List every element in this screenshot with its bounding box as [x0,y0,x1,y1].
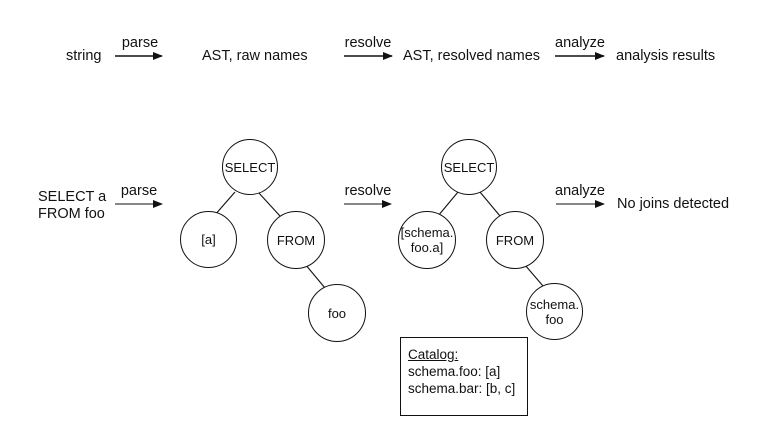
edge-select-from [257,191,281,217]
query-line-1: SELECT a [38,189,107,205]
example-resolve-label: resolve [344,183,392,199]
tree-node-table-resolved-line1: schema. [529,296,580,312]
tree-node-from-raw-label: FROM [276,232,316,248]
pipeline-parse-label: parse [121,35,159,51]
pipeline-input-label: string [66,48,102,64]
tree-node-column-resolved-line2: foo.a] [410,240,444,255]
edge-select-schema-a [437,191,459,217]
tree-node-select-resolved-label: SELECT [443,159,495,175]
edge-select-from-resolved [479,191,501,217]
example-analyze-label: analyze [555,183,605,199]
tree-node-column-resolved: [schema. foo.a] [398,211,456,269]
edge-from-foo [304,263,326,289]
tree-node-from-raw: FROM [267,211,325,269]
tree-node-column-raw-label: [a] [201,232,216,247]
catalog-entry: schema.bar: [b, c] [408,381,516,396]
catalog-title: Catalog: [408,347,459,362]
tree-node-table-raw-label: foo [327,305,347,321]
tree-node-column-raw: [a] [180,211,237,268]
tree-node-from-resolved-label: FROM [495,232,535,248]
pipeline-ast-raw-label: AST, raw names [202,48,308,64]
pipeline-resolve-label: resolve [344,35,392,51]
query-line-2: FROM foo [38,206,105,222]
example-result-label: No joins detected [617,196,730,212]
tree-node-column-resolved-line1: [schema. [400,225,454,240]
pipeline-ast-resolved-label: AST, resolved names [403,48,541,64]
tree-node-from-resolved: FROM [486,211,544,269]
tree-node-select-resolved: SELECT [441,139,497,195]
tree-node-table-raw: foo [308,284,366,342]
edge-from-schema-foo [524,264,544,287]
tree-node-select-raw-label: SELECT [224,159,276,175]
tree-node-table-resolved-line2: foo [545,311,564,327]
tree-node-select-raw: SELECT [222,139,278,195]
catalog-entry: schema.foo: [a] [408,364,501,379]
pipeline-results-label: analysis results [616,48,716,64]
example-parse-label: parse [120,183,158,199]
tree-node-table-resolved: schema. foo [526,283,583,340]
catalog-box: Catalog: schema.foo: [a] schema.bar: [b,… [400,337,528,416]
pipeline-analyze-label: analyze [555,35,605,51]
